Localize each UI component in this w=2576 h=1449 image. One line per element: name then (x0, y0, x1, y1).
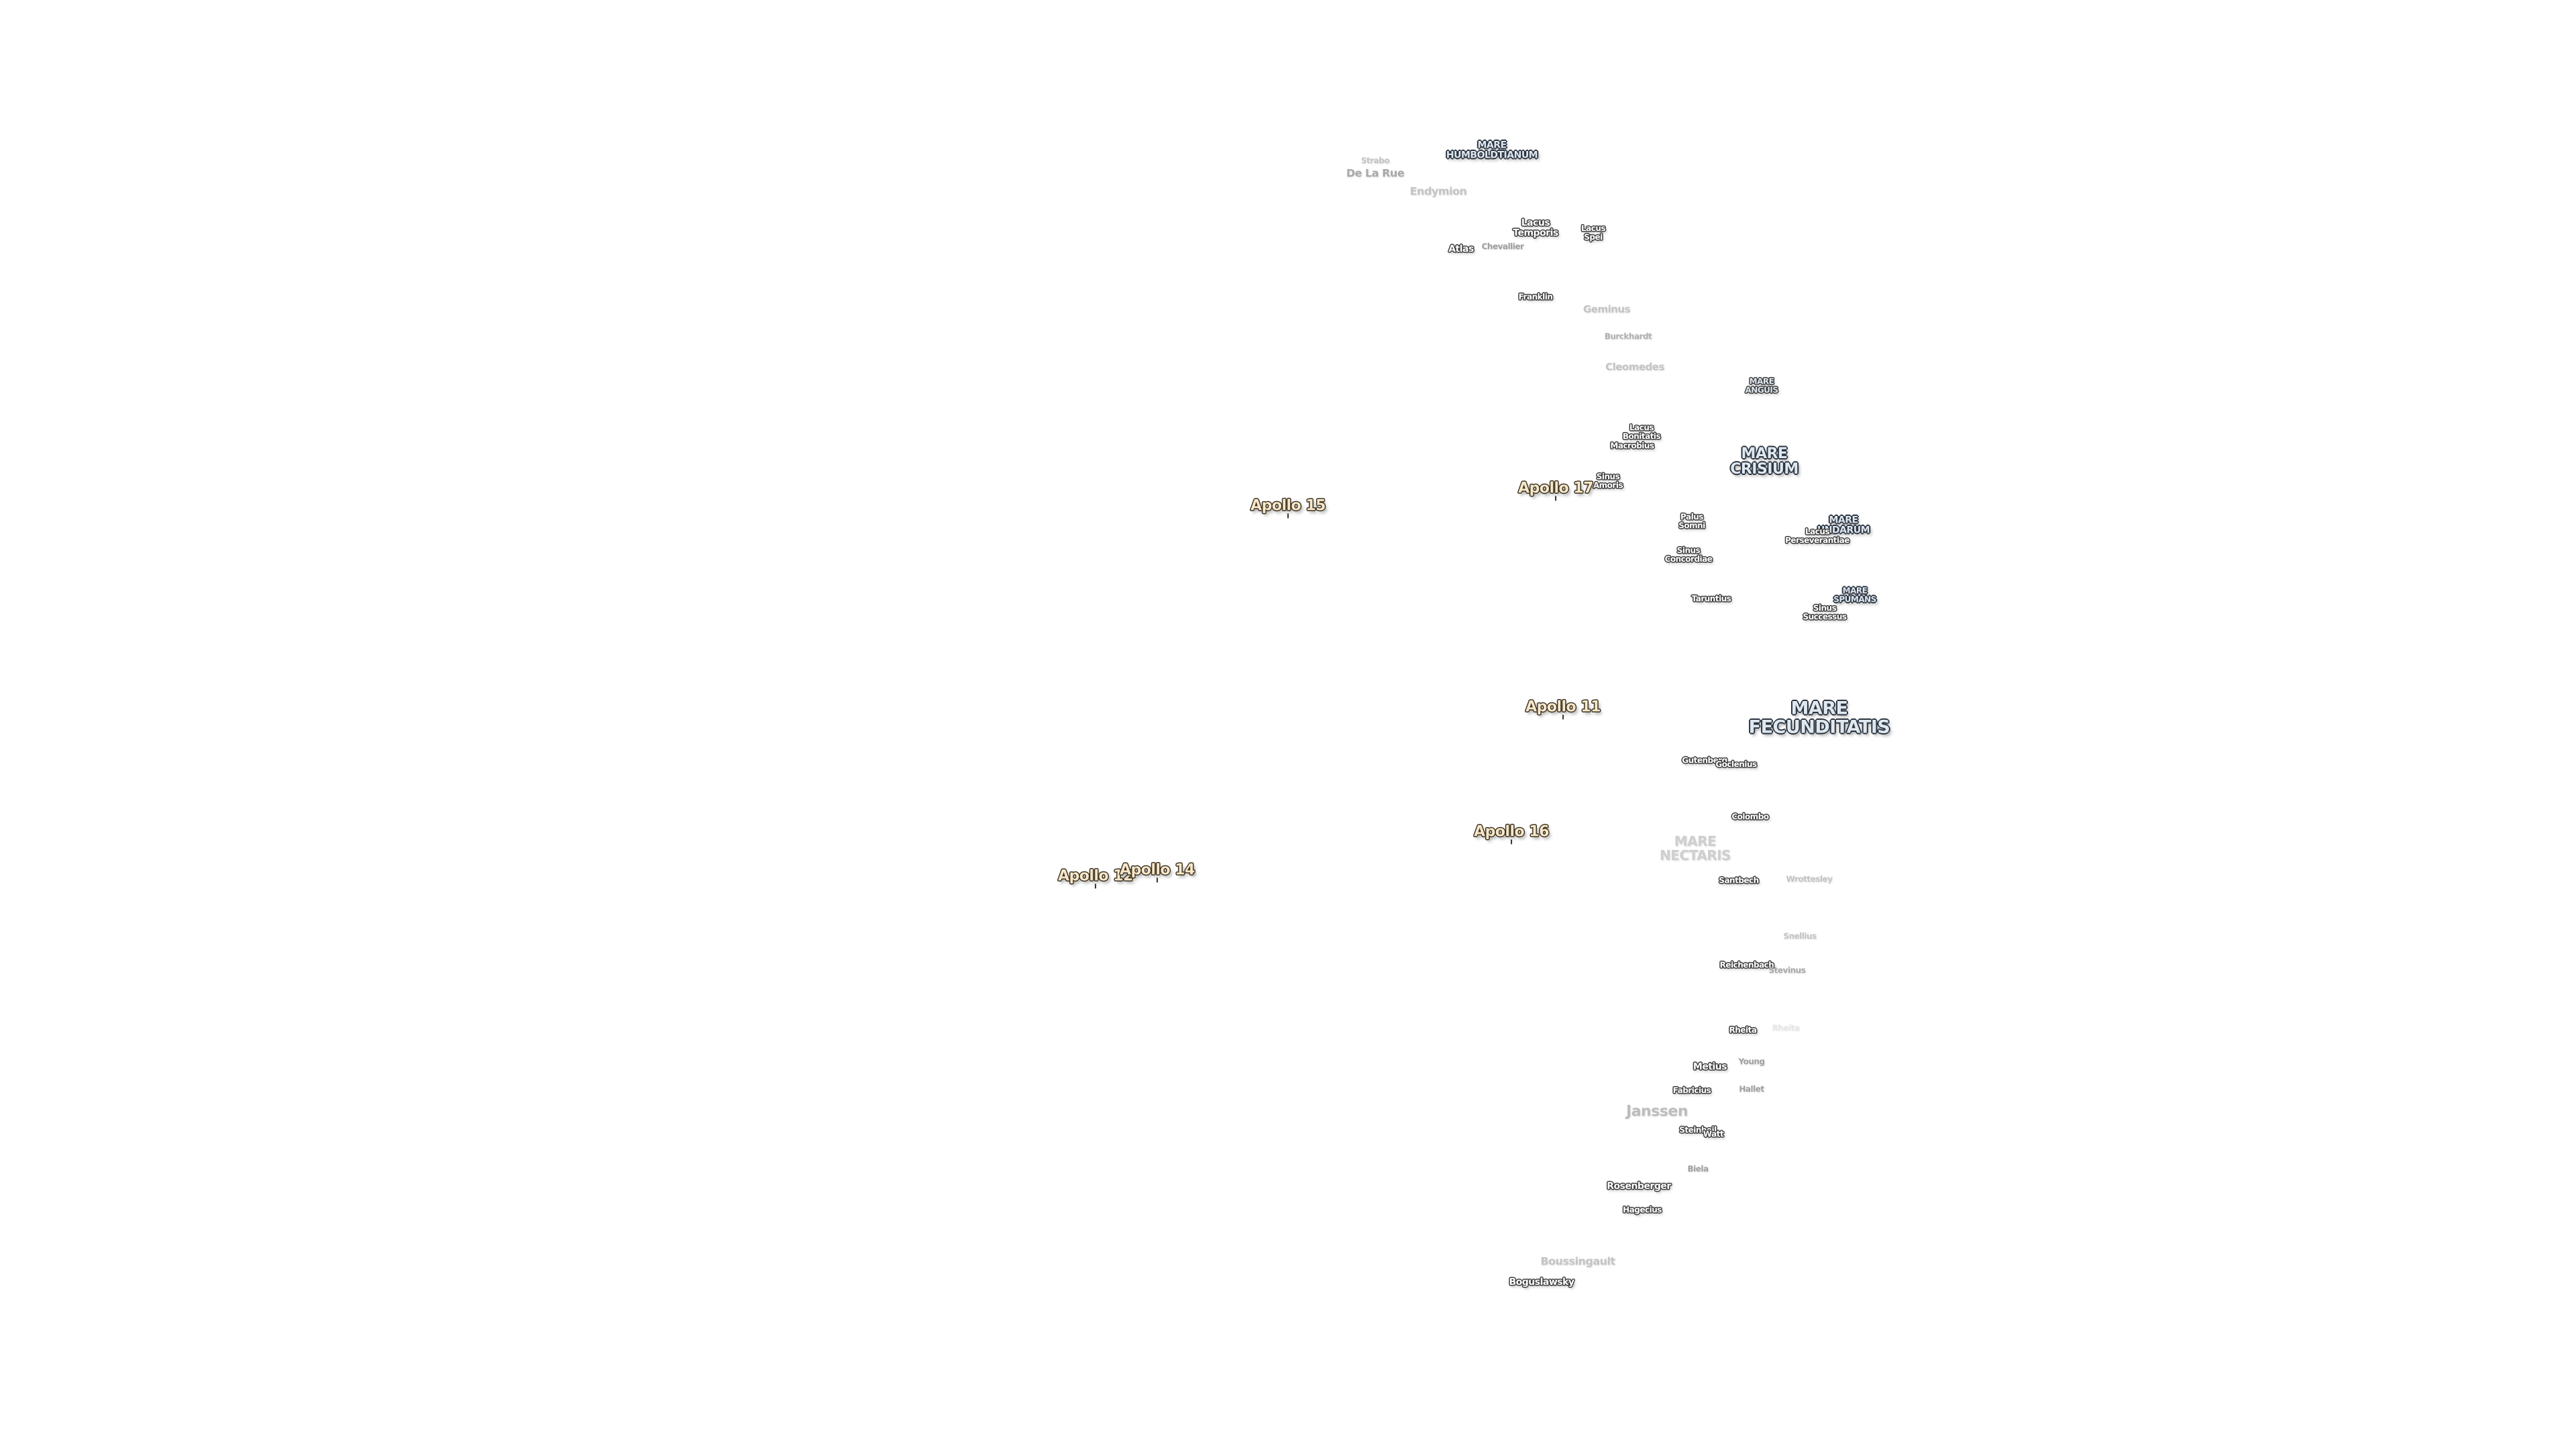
crater-janssen-label: Janssen (1626, 1103, 1688, 1120)
apollo-14-label: Apollo 14 (1120, 861, 1195, 879)
mare-undarum-label: MARE UNDARUM (1817, 515, 1870, 535)
lacus-bonitatis-label: Lacus Bonitatis (1622, 423, 1661, 441)
crater-hagecius-label: Hagecius (1623, 1205, 1662, 1215)
apollo-15-tick (1287, 513, 1289, 519)
apollo-16-marker[interactable]: Apollo 16 (1474, 823, 1549, 845)
crater-taruntius-label: Taruntius (1691, 594, 1731, 604)
crater-reichenbach-label: Reichenbach (1719, 960, 1774, 970)
crater-rheita-label: Rheita (1729, 1025, 1757, 1035)
crater-strabo-label: Strabo (1360, 156, 1390, 166)
apollo-14-marker[interactable]: Apollo 14 (1120, 861, 1195, 883)
crater-watt-label: Watt (1703, 1129, 1724, 1139)
apollo-12-tick (1094, 883, 1096, 889)
crater-young-label: Young (1738, 1057, 1765, 1067)
crater-burckhardt-label: Burckhardt (1604, 331, 1652, 341)
palus-somni-label: Palus Somni (1678, 512, 1705, 530)
apollo-12-label: Apollo 12 (1058, 867, 1133, 885)
crater-wrottesley-label: Wrottesley (1786, 874, 1833, 884)
lacus-spei-label: Lacus Spei (1580, 223, 1606, 241)
crater-fabricius-label: Fabricius (1672, 1085, 1711, 1095)
apollo-15-label: Apollo 15 (1250, 497, 1326, 515)
crater-chevallier-label: Chevallier (1481, 241, 1524, 252)
crater-santbech-label: Santbech (1719, 875, 1759, 885)
crater-steinheil-label: Steinheil (1679, 1125, 1717, 1135)
mare-humboldtianum-label: MARE HUMBOLDTIANUM (1446, 140, 1538, 160)
crater-goclenius-label: Goclenius (1715, 759, 1757, 769)
crater-gutenberg-label: Gutenberg (1682, 755, 1727, 765)
apollo-17-tick (1554, 496, 1556, 501)
apollo-16-tick (1510, 839, 1512, 845)
lacus-perseverantiae-label: Lacus Perseverantiae (1785, 527, 1849, 545)
crater-atlas-label: Atlas (1448, 244, 1474, 255)
crater-biela-label: Biela (1687, 1164, 1709, 1174)
lacus-temporis-label: Lacus Temporis (1513, 217, 1558, 238)
crater-franklin-label: Franklin (1518, 292, 1553, 302)
apollo-11-marker[interactable]: Apollo 11 (1525, 698, 1601, 720)
sinus-successus-label: Sinus Successus (1803, 603, 1847, 621)
apollo-17-marker[interactable]: Apollo 17 (1518, 480, 1593, 501)
crater-cleomedes-label: Cleomedes (1605, 361, 1664, 374)
crater-rosenberger-label: Rosenberger (1607, 1181, 1671, 1192)
apollo-12-marker[interactable]: Apollo 12 (1058, 867, 1133, 889)
crater-geminus-label: Geminus (1582, 303, 1631, 316)
sinus-concordiae-label: Sinus Concordiae (1664, 545, 1713, 564)
crater-stevinus-label: Stevinus (1768, 965, 1806, 975)
crater-snellius-label: Snellius (1783, 931, 1817, 941)
crater-boussingault-label: Boussingault (1540, 1254, 1615, 1268)
mare-fecunditatis-label: MARE FECUNDITATIS (1748, 698, 1890, 738)
crater-macrobius-label: Macrobius (1610, 441, 1654, 451)
apollo-15-marker[interactable]: Apollo 15 (1250, 497, 1326, 519)
crater-boguslawsky-label: Boguslawsky (1509, 1277, 1574, 1288)
crater-hallet-label: Hallet (1739, 1084, 1764, 1094)
apollo-11-tick (1562, 714, 1564, 720)
crater-rheita-faint-label: Rheita (1772, 1023, 1800, 1033)
apollo-11-label: Apollo 11 (1525, 698, 1601, 716)
mare-spumans-label: MARE SPUMANS (1833, 586, 1876, 604)
crater-colombo-label: Colombo (1731, 812, 1769, 822)
apollo-16-label: Apollo 16 (1474, 823, 1549, 841)
crater-de-la-rue-label: De La Rue (1346, 166, 1405, 180)
crater-endymion-label: Endymion (1409, 184, 1467, 198)
apollo-17-label: Apollo 17 (1518, 480, 1593, 497)
mare-crisium-label: MARE CRISIUM (1730, 445, 1799, 478)
apollo-14-tick (1156, 877, 1158, 883)
sinus-amoris-label: Sinus Amoris (1593, 472, 1623, 490)
mare-nectaris-label: MARE NECTARIS (1660, 833, 1731, 863)
mare-anguis-label: MARE ANGUIS (1745, 376, 1778, 394)
crater-metius-label: Metius (1693, 1061, 1727, 1073)
